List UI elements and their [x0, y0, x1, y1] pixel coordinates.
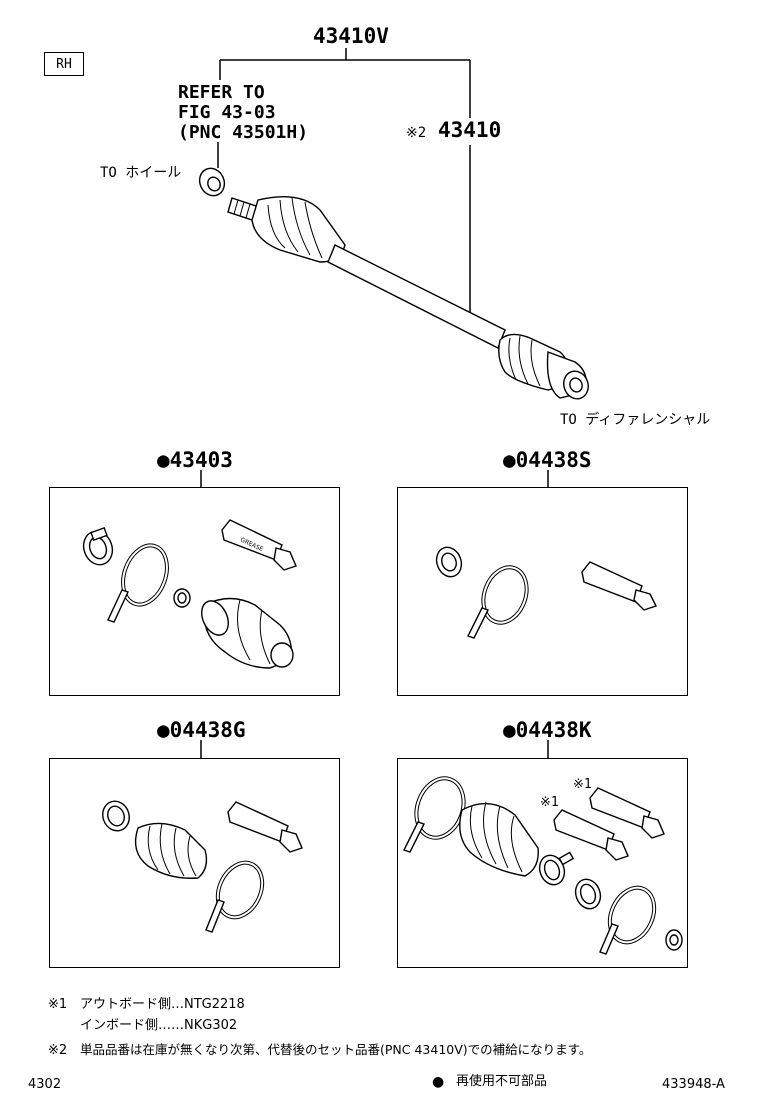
drawing-id: 433948-A	[662, 1077, 725, 1092]
boot-clamp-icon	[435, 546, 463, 578]
kit-label-04438G[interactable]: ●04438G	[157, 720, 246, 741]
kit-label-04438S[interactable]: ●04438S	[503, 450, 592, 471]
non-reusable-bullet: ●	[503, 448, 516, 472]
kit-part-number: 04438S	[515, 448, 592, 472]
cv-boot-icon	[201, 597, 294, 669]
kit-box-04438G	[49, 758, 340, 968]
kit-box-04438S	[397, 487, 688, 696]
page-code: 4302	[28, 1077, 62, 1092]
kit-part-number: 04438G	[169, 718, 246, 742]
kit-04438G-contents	[102, 800, 303, 933]
kit-04438S-contents	[435, 546, 657, 639]
to-differential-label: TO ディファレンシャル	[560, 412, 711, 428]
part-number-43410[interactable]: 43410	[438, 118, 502, 142]
kit-label-43403[interactable]: ●43403	[157, 450, 233, 471]
cv-boot-icon	[459, 801, 539, 877]
boot-band-icon	[467, 565, 529, 639]
non-reusable-bullet: ●	[157, 718, 170, 742]
note1-line2: インボード側……NKG302	[80, 1018, 238, 1033]
note1-mark: ※1	[48, 997, 68, 1012]
kit-box-04438K	[397, 758, 688, 968]
note-mark-1-inboard: ※1	[540, 795, 559, 810]
to-wheel-label: TO ホイール	[100, 165, 182, 181]
boot-clamp-icon	[574, 878, 602, 910]
non-reusable-bullet: ●	[157, 448, 170, 472]
grease-tube-icon	[227, 801, 303, 853]
grease-tube-icon	[553, 809, 629, 861]
side-badge: RH	[44, 52, 84, 76]
snap-ring-icon	[665, 929, 683, 951]
note1-line1: アウトボード側…NTG2218	[80, 997, 245, 1012]
part-number-43410V[interactable]: 43410V	[313, 24, 389, 48]
kit-label-04438K[interactable]: ●04438K	[503, 720, 592, 741]
kit-04438K-contents	[403, 776, 683, 955]
note2-text: 単品品番は在庫が無くなり次第、代替後のセット品番(PNC 43410V)での補給…	[80, 1042, 592, 1057]
note2-mark: ※2	[48, 1043, 68, 1058]
boot-band-icon	[107, 543, 169, 623]
snap-ring-icon	[173, 588, 191, 608]
refer-text-line1: REFER TO	[178, 82, 265, 103]
kit-43403-contents: GREASE	[82, 519, 297, 669]
part-number-leader-43410V	[219, 48, 471, 118]
grease-tube-icon	[589, 787, 665, 839]
kit-part-number: 43403	[169, 448, 233, 472]
legend-text: 再使用不可部品	[456, 1074, 548, 1089]
note-mark-2: ※2	[406, 125, 427, 141]
boot-clamp-icon	[82, 526, 114, 566]
non-reusable-bullet: ●	[503, 718, 516, 742]
boot-clamp-icon	[102, 800, 130, 832]
grease-tube-icon	[581, 561, 657, 611]
boot-band-icon	[599, 885, 657, 955]
drive-shaft-assembly	[198, 167, 589, 400]
note-mark-1-outboard: ※1	[573, 777, 592, 792]
hub-nut-icon	[198, 167, 226, 197]
boot-band-icon	[205, 860, 265, 933]
legend-bullet: ●	[432, 1074, 445, 1090]
kit-part-number: 04438K	[515, 718, 592, 742]
grease-tube-icon: GREASE	[221, 519, 297, 571]
cv-boot-icon	[134, 822, 208, 879]
boot-clamp-icon	[538, 851, 575, 886]
kit-box-43403	[49, 487, 340, 696]
refer-fig-link[interactable]: FIG 43-03	[178, 102, 276, 123]
refer-pnc: (PNC 43501H)	[178, 122, 309, 143]
